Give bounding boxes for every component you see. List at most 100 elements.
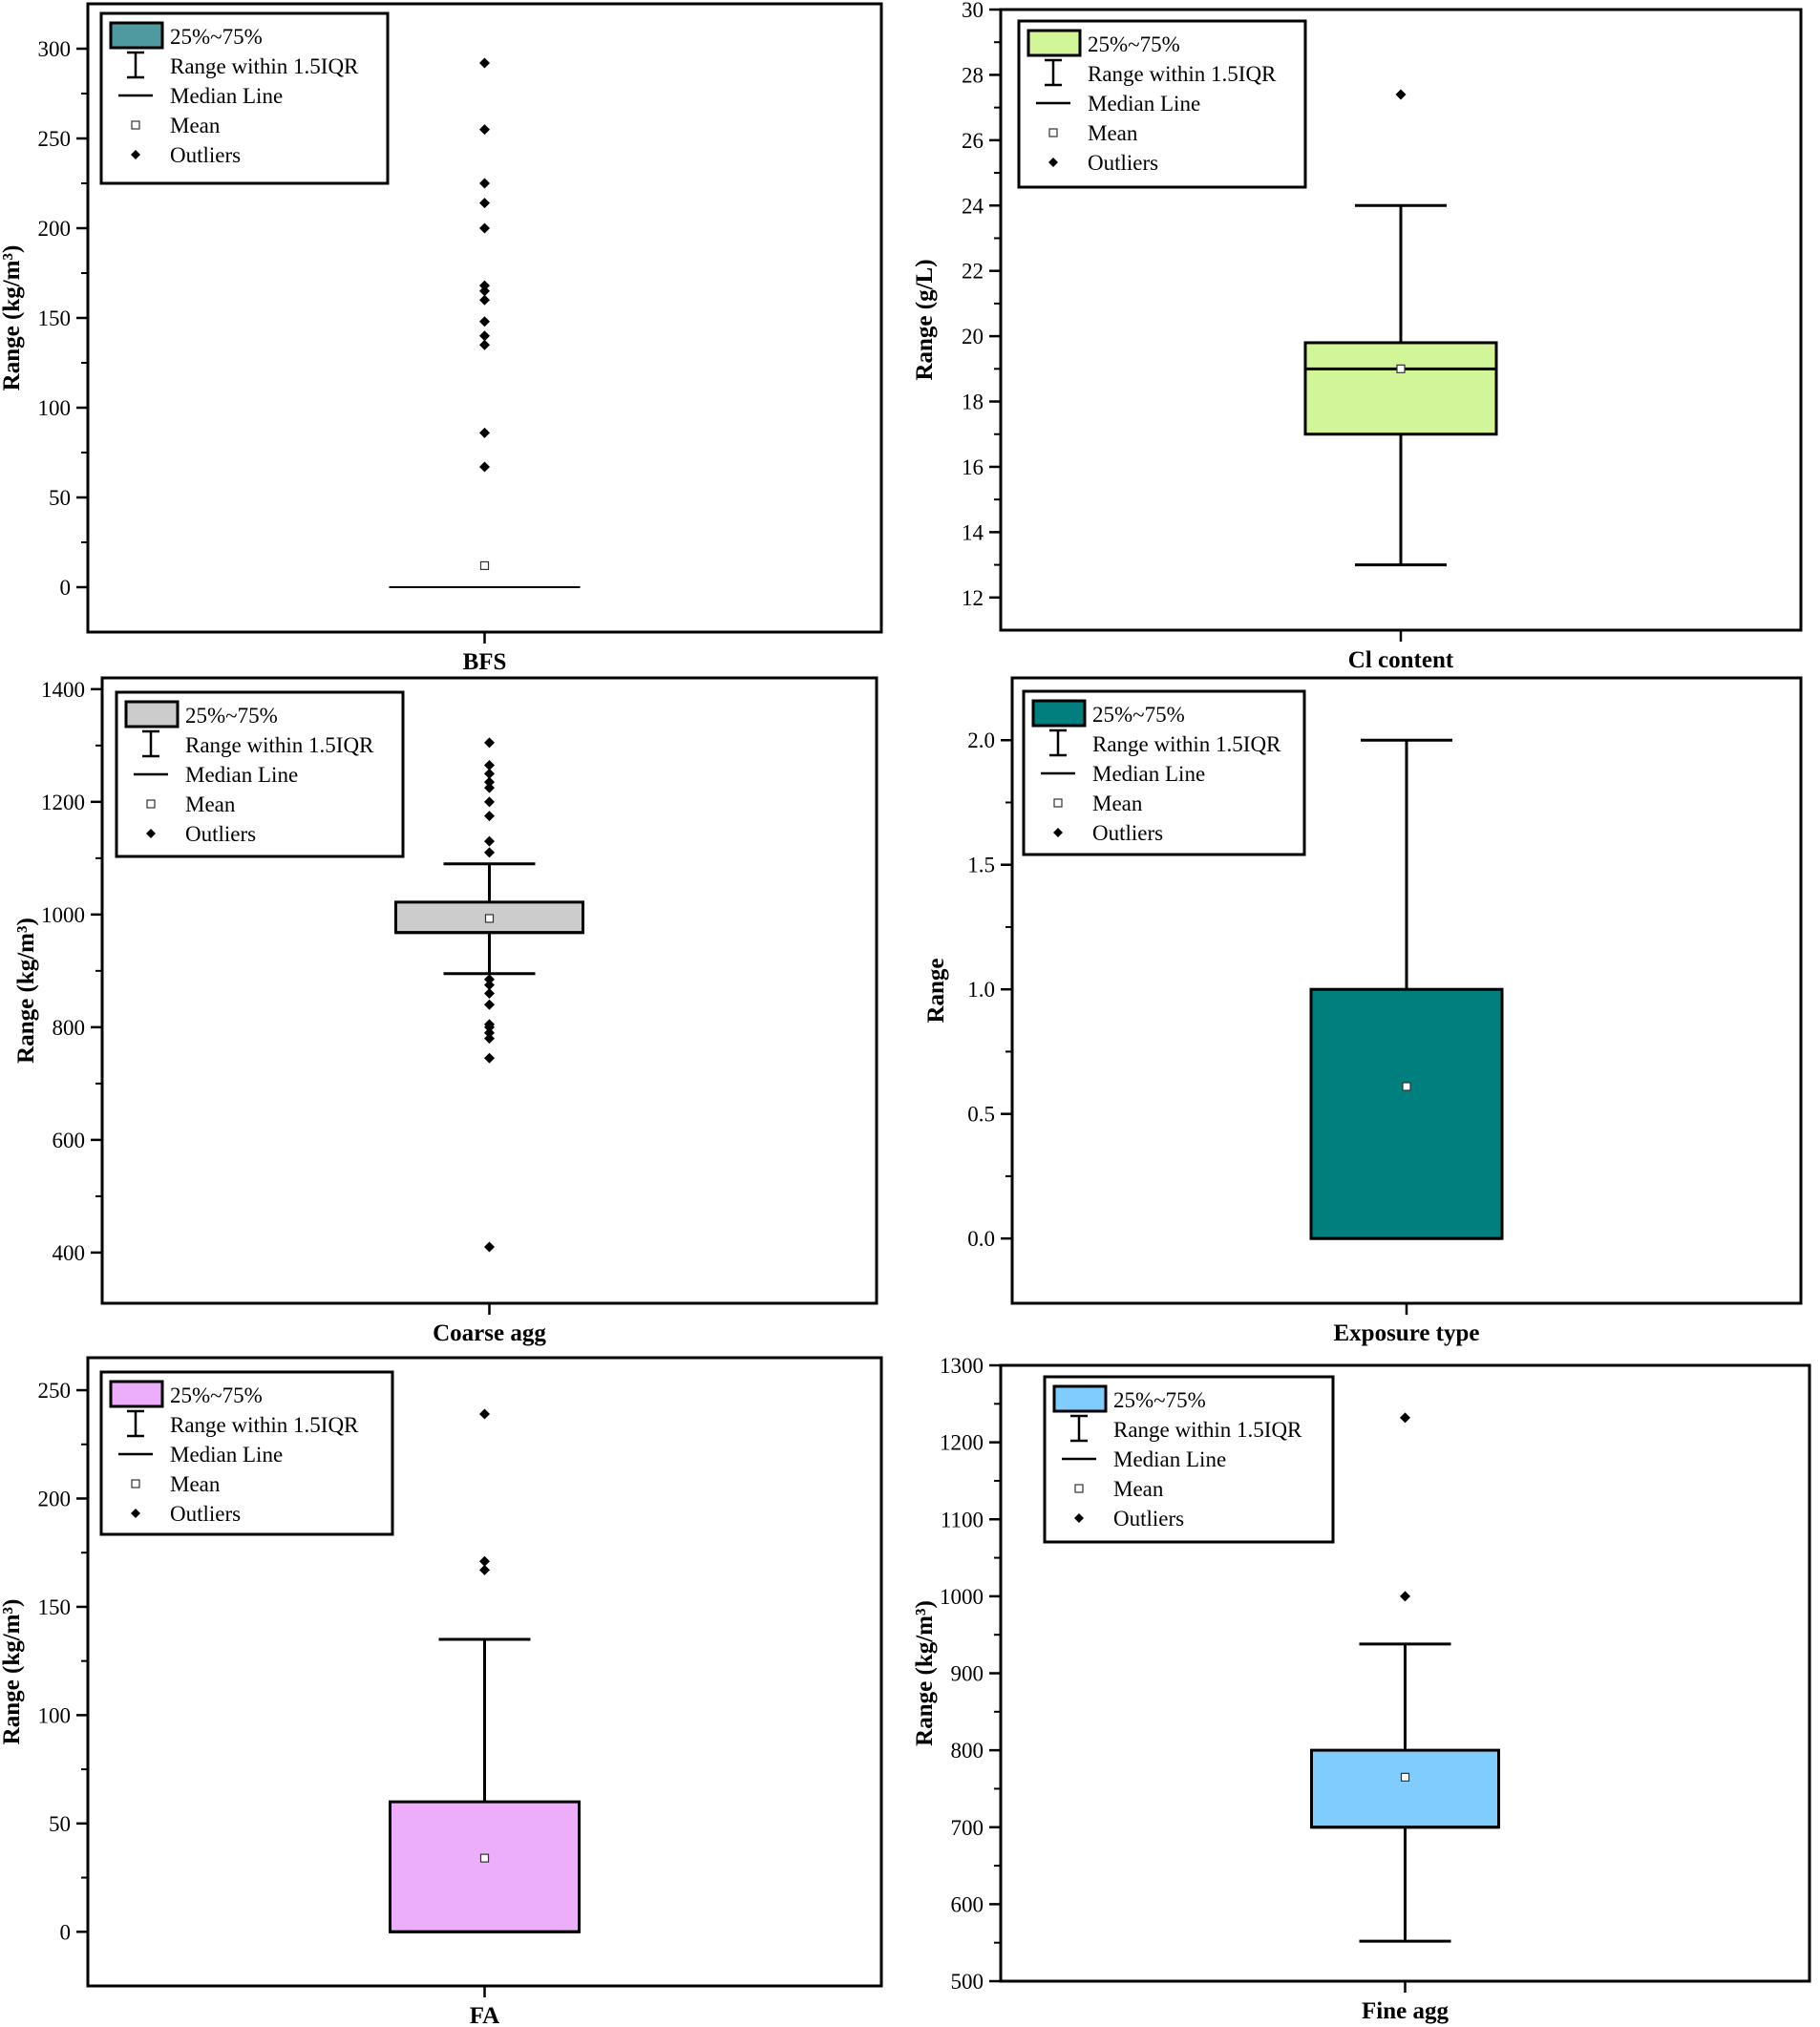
y-tick-label: 0 [60, 1920, 72, 1944]
legend-outlier-symbol [131, 150, 140, 159]
legend-label-outliers: Outliers [170, 1502, 241, 1526]
legend-outlier-symbol [1053, 828, 1063, 837]
iqr-box [1303, 341, 1498, 436]
legend-label-range: Range within 1.5IQR [1092, 732, 1281, 756]
outlier-point [484, 974, 495, 985]
legend-label-mean: Mean [170, 114, 221, 137]
y-tick-label: 1.0 [967, 978, 995, 1002]
y-tick-label: 1400 [41, 678, 85, 702]
outlier-point [484, 782, 495, 793]
outlier-point [484, 796, 495, 808]
y-tick-label: 800 [951, 1739, 984, 1763]
y-axis-label: Range (kg/m³) [912, 1600, 938, 1746]
outlier-point [484, 1052, 495, 1064]
outlier-point [484, 999, 495, 1010]
y-tick-label: 1100 [941, 1508, 984, 1531]
y-axis-label: Range (kg/m³) [0, 1599, 25, 1745]
legend-label-range: Range within 1.5IQR [185, 733, 374, 757]
outlier-point [484, 1241, 495, 1253]
outlier-point [479, 461, 490, 473]
y-tick-label: 16 [962, 455, 984, 479]
x-axis-label: FA [470, 2003, 499, 2027]
outlier-point [479, 330, 490, 342]
y-tick-label: 50 [49, 1812, 71, 1836]
legend-label-mean: Mean [1088, 121, 1138, 145]
legend-mean-symbol [131, 120, 140, 130]
legend-label-median: Median Line [170, 84, 283, 108]
y-tick-label: 100 [38, 396, 72, 420]
y-tick-label: 0.0 [967, 1227, 995, 1251]
y-tick-label: 600 [951, 1892, 984, 1916]
y-tick-label: 800 [53, 1016, 86, 1040]
legend-box-swatch [1026, 29, 1082, 57]
legend-label-range: Range within 1.5IQR [170, 1413, 359, 1437]
legend-box-swatch [109, 21, 164, 50]
legend-outlier-symbol [1074, 1513, 1084, 1523]
outlier-point [479, 1564, 490, 1575]
outlier-point [479, 294, 490, 306]
y-axis-label: Range (kg/m³) [0, 245, 25, 391]
y-tick-label: 26 [962, 129, 984, 153]
y-tick-label: 250 [38, 1379, 72, 1403]
y-tick-label: 150 [38, 306, 72, 330]
outlier-point [484, 1019, 495, 1030]
outlier-point [479, 285, 490, 297]
outlier-point [479, 1408, 490, 1420]
y-tick-label: 12 [962, 586, 984, 610]
y-tick-label: 2.0 [967, 728, 995, 752]
legend-mean-symbol [1074, 1484, 1084, 1493]
y-tick-label: 18 [962, 391, 984, 414]
outlier-point [484, 987, 495, 999]
y-tick-label: 1200 [41, 791, 85, 814]
y-axis-label: Range (g/L) [912, 259, 938, 380]
y-tick-label: 24 [962, 194, 984, 218]
x-axis-label: Exposure type [1333, 1320, 1479, 1346]
outlier-point [484, 811, 495, 822]
y-tick-label: 50 [49, 486, 71, 510]
legend-label-median: Median Line [1092, 762, 1205, 786]
outlier-point [479, 1555, 490, 1567]
outlier-point [479, 124, 490, 136]
outlier-point [479, 222, 490, 234]
legend-label-box: 25%~75% [170, 25, 263, 49]
outlier-point [479, 339, 490, 350]
y-tick-label: 0.5 [967, 1103, 995, 1127]
x-axis-label: Cl content [1348, 647, 1454, 673]
outlier-point [484, 847, 495, 858]
y-tick-label: 250 [38, 127, 72, 151]
legend-label-mean: Mean [170, 1472, 221, 1496]
x-axis-label: Fine agg [1362, 1998, 1449, 2024]
y-tick-label: 600 [53, 1129, 86, 1152]
y-tick-label: 14 [962, 520, 984, 544]
legend-box-swatch [1052, 1384, 1108, 1413]
legend-box-swatch [124, 700, 180, 728]
legend-label-median: Median Line [1088, 92, 1200, 116]
legend-label-range: Range within 1.5IQR [1113, 1418, 1302, 1442]
legend-label-outliers: Outliers [1088, 151, 1158, 175]
y-tick-label: 400 [53, 1241, 86, 1265]
outlier-point [484, 737, 495, 749]
legend-outlier-symbol [131, 1509, 140, 1518]
legend-label-range: Range within 1.5IQR [1088, 62, 1277, 86]
outlier-point [484, 768, 495, 779]
y-tick-label: 20 [962, 325, 984, 348]
legend-label-median: Median Line [170, 1443, 283, 1467]
legend-label-box: 25%~75% [1092, 703, 1185, 727]
iqr-box [1309, 987, 1504, 1240]
y-tick-label: 1000 [940, 1585, 984, 1609]
outlier-point [484, 759, 495, 771]
legend-mean-symbol [1048, 128, 1058, 137]
y-tick-label: 300 [38, 37, 72, 61]
x-axis-label: BFS [463, 649, 507, 675]
legend-label-median: Median Line [185, 763, 298, 787]
outlier-point [479, 178, 490, 189]
legend-box-swatch [1031, 699, 1087, 728]
y-tick-label: 700 [951, 1816, 984, 1840]
